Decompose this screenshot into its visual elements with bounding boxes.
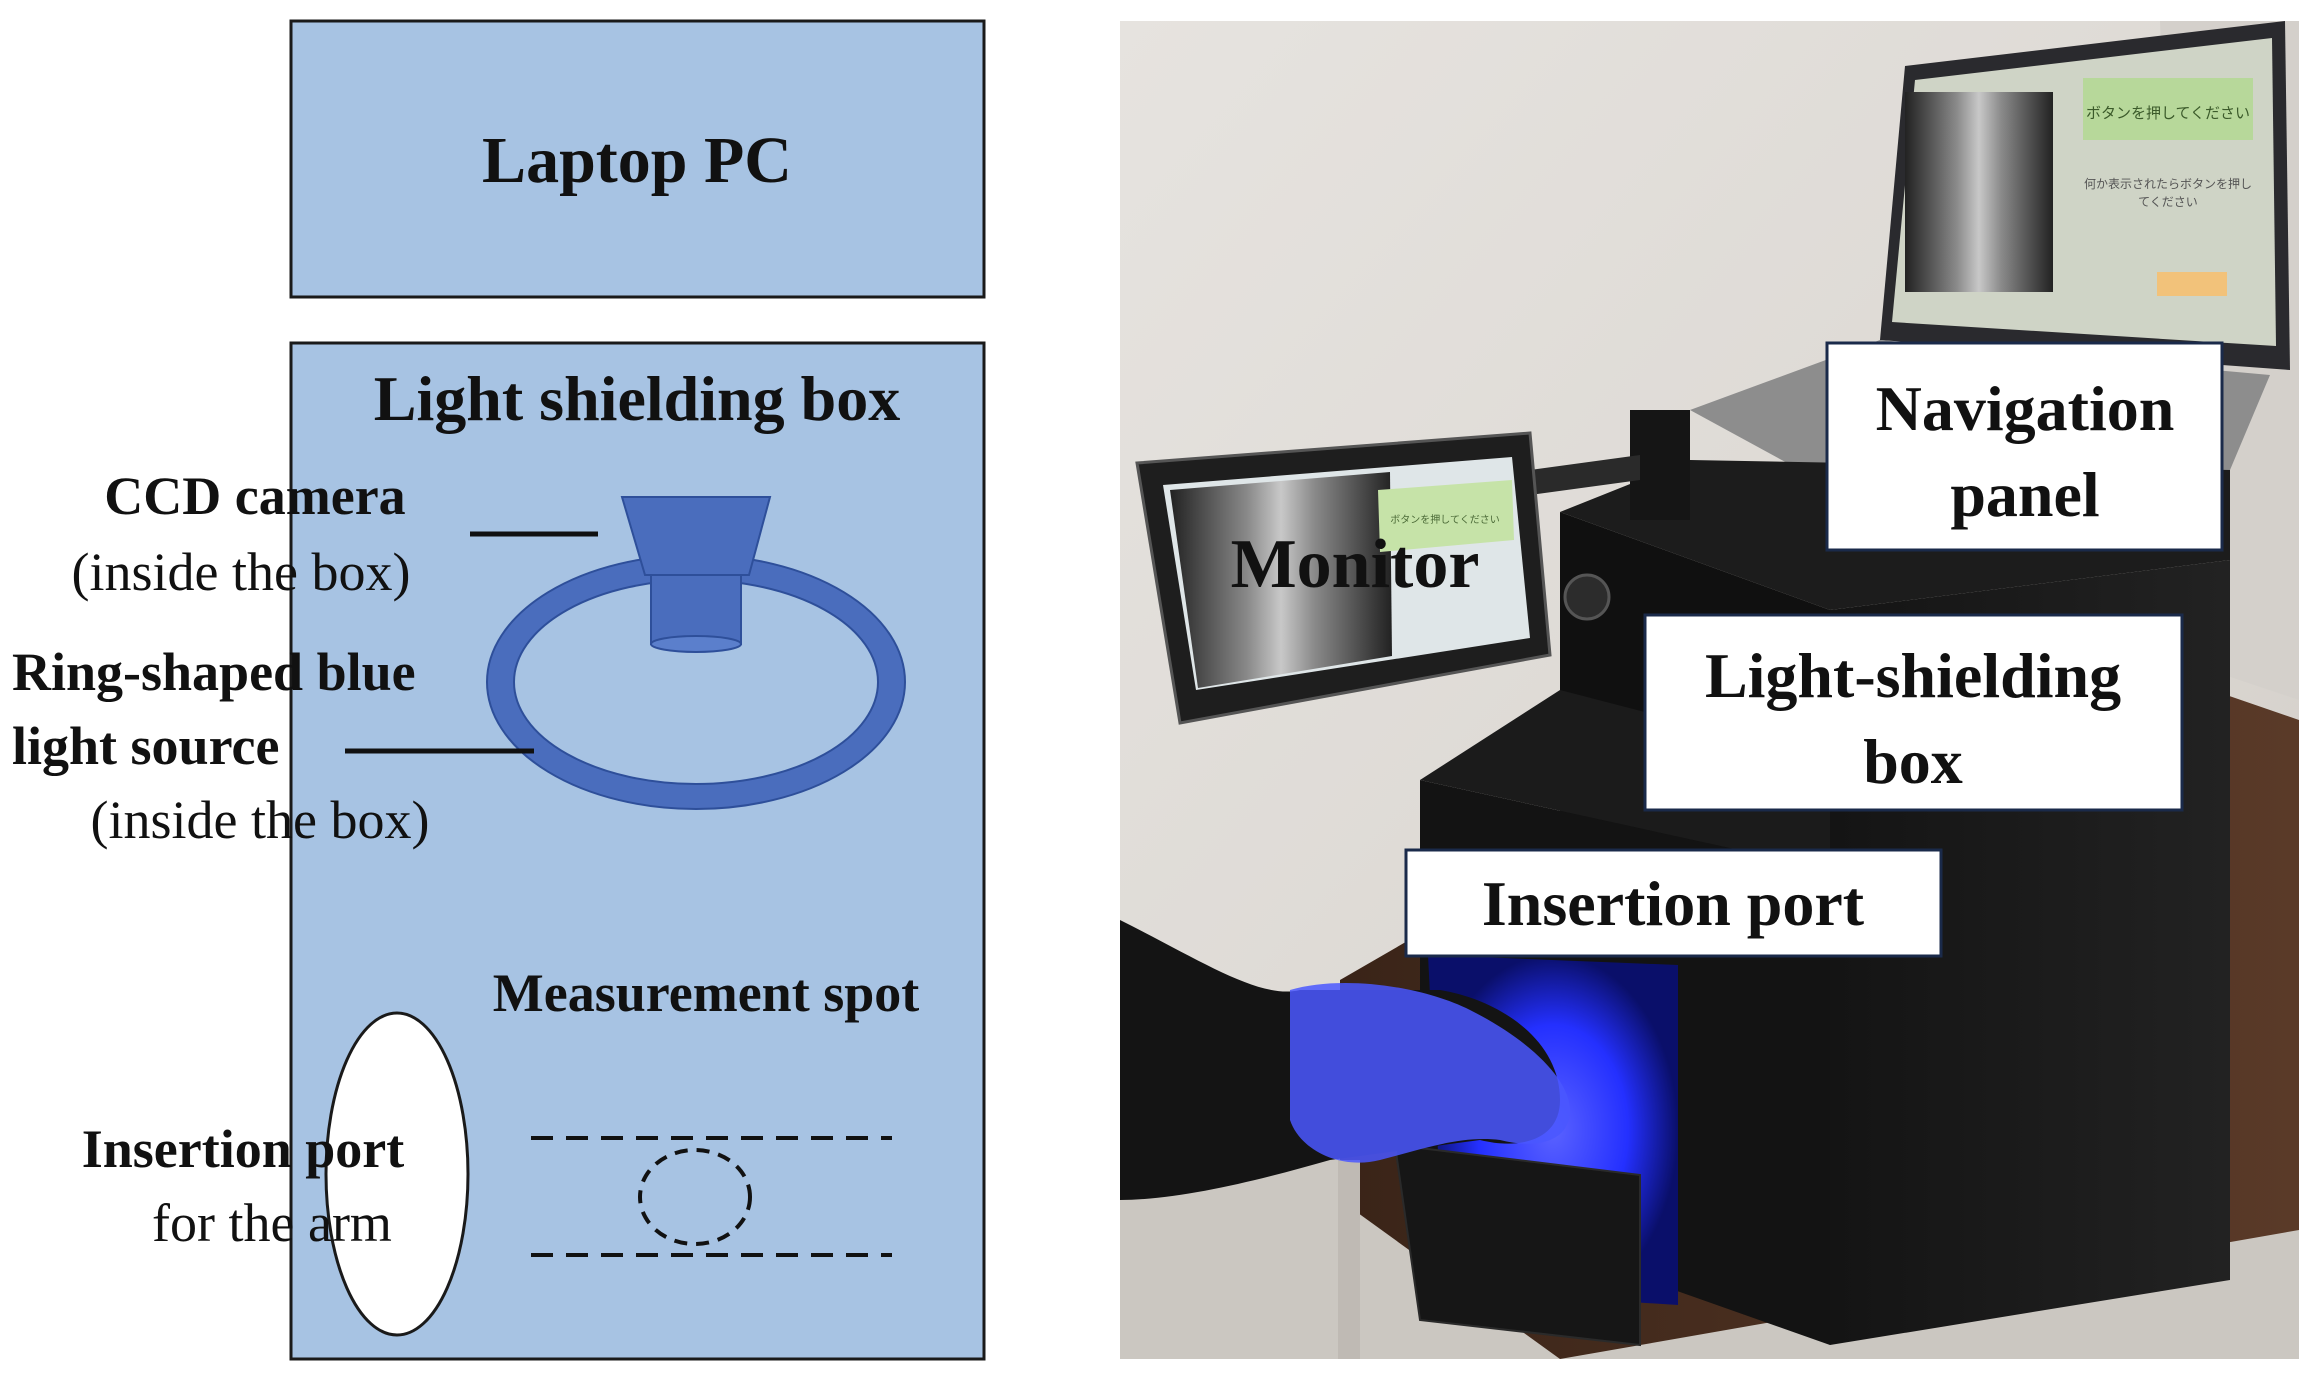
photo-box-knob xyxy=(1563,573,1611,621)
ccd-camera-label: CCD camera xyxy=(104,466,405,526)
photo-monitor-mount xyxy=(1530,455,1640,495)
photo-laptop-small-text-1: 何か表示されたらボタンを押し xyxy=(2084,177,2252,191)
ccd-camera-lens-end xyxy=(650,635,742,653)
ring-light-label-1: Ring-shaped blue xyxy=(12,642,416,702)
navigation-panel-label-box xyxy=(1825,341,2224,552)
photo-monitor-button-text: ボタンを押してください xyxy=(1390,513,1499,526)
measurement-spot-label: Measurement spot xyxy=(493,963,919,1023)
photo-hand xyxy=(1290,982,1570,1163)
schematic-panel: Laptop PC Light shielding box CCD camera… xyxy=(12,19,986,1361)
light-shielding-label-box xyxy=(1643,613,2184,812)
insertion-port-label: Insertion port xyxy=(82,1119,405,1179)
ccd-camera-body xyxy=(620,496,772,576)
photo-monitor: ボタンを押してください xyxy=(1135,431,1640,725)
photo-monitor-label: Monitor xyxy=(1231,526,1480,603)
photo-laptop-small-text-2: てください xyxy=(2138,195,2198,209)
insertion-port-opening xyxy=(324,1011,470,1337)
light-shielding-box-title: Light shielding box xyxy=(374,363,900,434)
ccd-inside-box-label: (inside the box) xyxy=(72,542,411,602)
ccd-camera-lens xyxy=(650,574,742,645)
light-shielding-label-1: Light-shielding xyxy=(1705,640,2121,711)
photo-laptop-orange-button xyxy=(2157,272,2227,296)
photo-laptop-button-text: ボタンを押してください xyxy=(2086,105,2250,122)
photo-panel: ボタンを押してください 何か表示されたらボタンを押し てください xyxy=(1120,21,2299,1359)
ring-light-label-2: light source xyxy=(12,716,280,776)
laptop-pc-label: Laptop PC xyxy=(482,124,792,197)
for-the-arm-label: for the arm xyxy=(152,1193,392,1253)
photo-laptop-green-button xyxy=(2083,78,2253,140)
ring-inside-box-label: (inside the box) xyxy=(91,790,430,850)
insertion-port-photo-label: Insertion port xyxy=(1482,868,1865,939)
photo-laptop-xray xyxy=(1905,92,2053,292)
navigation-panel-label-1: Navigation xyxy=(1876,373,2175,444)
insertion-port-label-box xyxy=(1404,848,1943,958)
laptop-pc-box xyxy=(289,19,986,299)
photo-monitor-green-button xyxy=(1378,480,1514,552)
navigation-panel-label-2: panel xyxy=(1950,459,2099,530)
photo-table-leg xyxy=(1338,1160,1360,1359)
photo-insertion-tray xyxy=(1393,1143,1641,1347)
measurement-spot-circle xyxy=(638,1148,752,1246)
photo-monitor-xray xyxy=(1170,472,1392,688)
light-shielding-label-2: box xyxy=(1863,726,1963,797)
